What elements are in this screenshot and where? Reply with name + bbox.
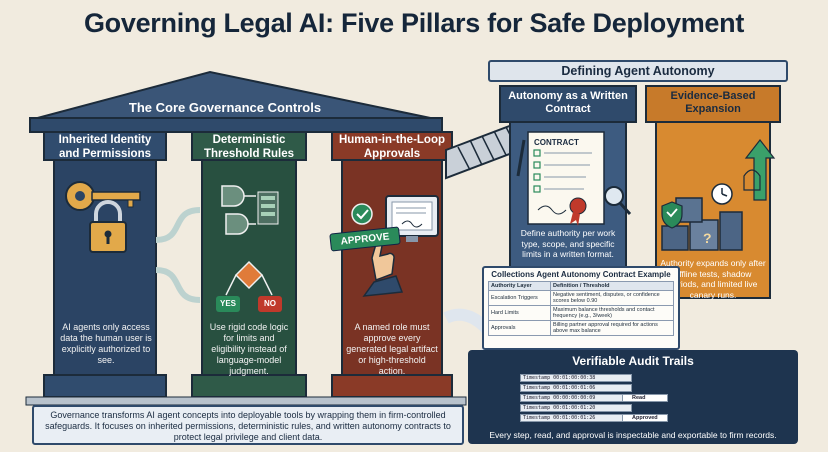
contract-example-card: Collections Agent Autonomy Contract Exam… xyxy=(482,266,680,350)
table-row: Escalation Triggers Negative sentiment, … xyxy=(488,290,674,306)
contract-example-table: Authority Layer Definition / Threshold E… xyxy=(488,281,674,336)
audit-log-row: Timestamp 00:01:00:01:26 xyxy=(520,414,632,422)
decision-diamond-icon xyxy=(225,260,273,296)
pillar-1-base xyxy=(43,374,167,398)
yes-label: YES xyxy=(216,296,240,312)
table-header: Authority Layer xyxy=(488,281,551,291)
audit-log-row: Timestamp 00:01:00:01:20 xyxy=(520,404,632,412)
temple-architrave xyxy=(29,117,443,133)
audit-desc: Every step, read, and approval is inspec… xyxy=(489,430,777,440)
evidence-cubes-icon xyxy=(661,197,743,251)
pillar-3-title: Human-in-the-Loop Approvals xyxy=(338,134,446,160)
magnifier-icon xyxy=(604,186,632,216)
pillar-1-title: Inherited Identity and Permissions xyxy=(58,134,152,160)
autonomy-column-2-title: Evidence-Based Expansion xyxy=(670,90,756,115)
pillar-3-cap xyxy=(331,131,453,161)
table-cell: Hard Limits xyxy=(488,305,551,321)
autonomy-column-1-title: Autonomy as a Written Contract xyxy=(508,90,628,115)
audit-log-row: Timestamp 00:00:00:00:09 xyxy=(520,394,632,402)
pillar-3-desc: A named role must approve every generate… xyxy=(346,322,438,376)
svg-text:?: ? xyxy=(703,230,712,246)
temple-step xyxy=(25,396,467,406)
contract-example-title: Collections Agent Autonomy Contract Exam… xyxy=(491,270,671,279)
audit-log-row: Timestamp 00:01:00:00:38 xyxy=(520,374,632,382)
growth-arrow-icon xyxy=(744,139,776,201)
seal-ribbon-icon xyxy=(569,197,587,226)
table-cell: Approvals xyxy=(488,320,551,336)
pillar-2-title: Deterministic Threshold Rules xyxy=(203,134,295,160)
pillar-1-cap xyxy=(43,131,167,161)
table-cell: Billing partner approval required for ac… xyxy=(550,320,674,336)
shield-check-icon xyxy=(661,201,683,229)
bridge-truss xyxy=(445,120,521,180)
roof-label: The Core Governance Controls xyxy=(128,100,322,115)
autonomy-banner: Defining Agent Autonomy xyxy=(488,60,788,82)
padlock-icon xyxy=(89,200,127,253)
summary-box: Governance transforms AI agent concepts … xyxy=(32,405,464,445)
table-cell: Negative sentiment, disputes, or confide… xyxy=(550,290,674,306)
contract-doc-title: CONTRACT xyxy=(534,138,579,147)
audit-title: Verifiable Audit Trails xyxy=(572,354,694,368)
table-row: Approvals Billing partner approval requi… xyxy=(488,320,674,336)
pillar-2-cap xyxy=(191,131,307,161)
contract-document-icon xyxy=(527,131,605,225)
autonomy-column-1-desc: Define authority per work type, scope, a… xyxy=(520,228,616,259)
pillar-1-desc: AI agents only access data the human use… xyxy=(60,322,152,365)
server-rack-icon xyxy=(257,191,279,225)
approval-check-icon xyxy=(351,203,373,225)
no-label: NO xyxy=(258,296,282,312)
pillar-2-base xyxy=(191,374,307,398)
page-title: Governing Legal AI: Five Pillars for Saf… xyxy=(83,8,745,38)
birdcage-icon xyxy=(743,169,761,191)
document-monitor-icon xyxy=(385,195,439,242)
connector-pipe xyxy=(155,207,201,243)
pointing-hand-icon xyxy=(362,241,404,297)
logic-gate-icon xyxy=(221,185,256,235)
question-mark-icon: ? xyxy=(703,230,712,246)
audit-tag-approved: Approved xyxy=(622,414,668,422)
audit-tag-read: Read xyxy=(622,394,668,402)
autonomy-column-1-cap xyxy=(499,85,637,123)
table-row: Hard Limits Maximum balance thresholds a… xyxy=(488,305,674,321)
pen-icon xyxy=(516,139,526,177)
autonomy-column-2-desc: Authority expands only after offline tes… xyxy=(660,258,766,300)
table-cell: Maximum balance thresholds and contact f… xyxy=(550,305,674,321)
key-icon xyxy=(65,181,141,211)
pillar-3-base xyxy=(331,374,453,398)
pillar-2-desc: Use rigid code logic for limits and elig… xyxy=(209,322,289,376)
table-header: Definition / Threshold xyxy=(550,281,674,291)
table-cell: Escalation Triggers xyxy=(488,290,551,306)
clock-icon xyxy=(711,183,733,205)
audit-log-row: Timestamp 00:01:00:01:06 xyxy=(520,384,632,392)
connector-pipe-lower xyxy=(155,267,201,303)
